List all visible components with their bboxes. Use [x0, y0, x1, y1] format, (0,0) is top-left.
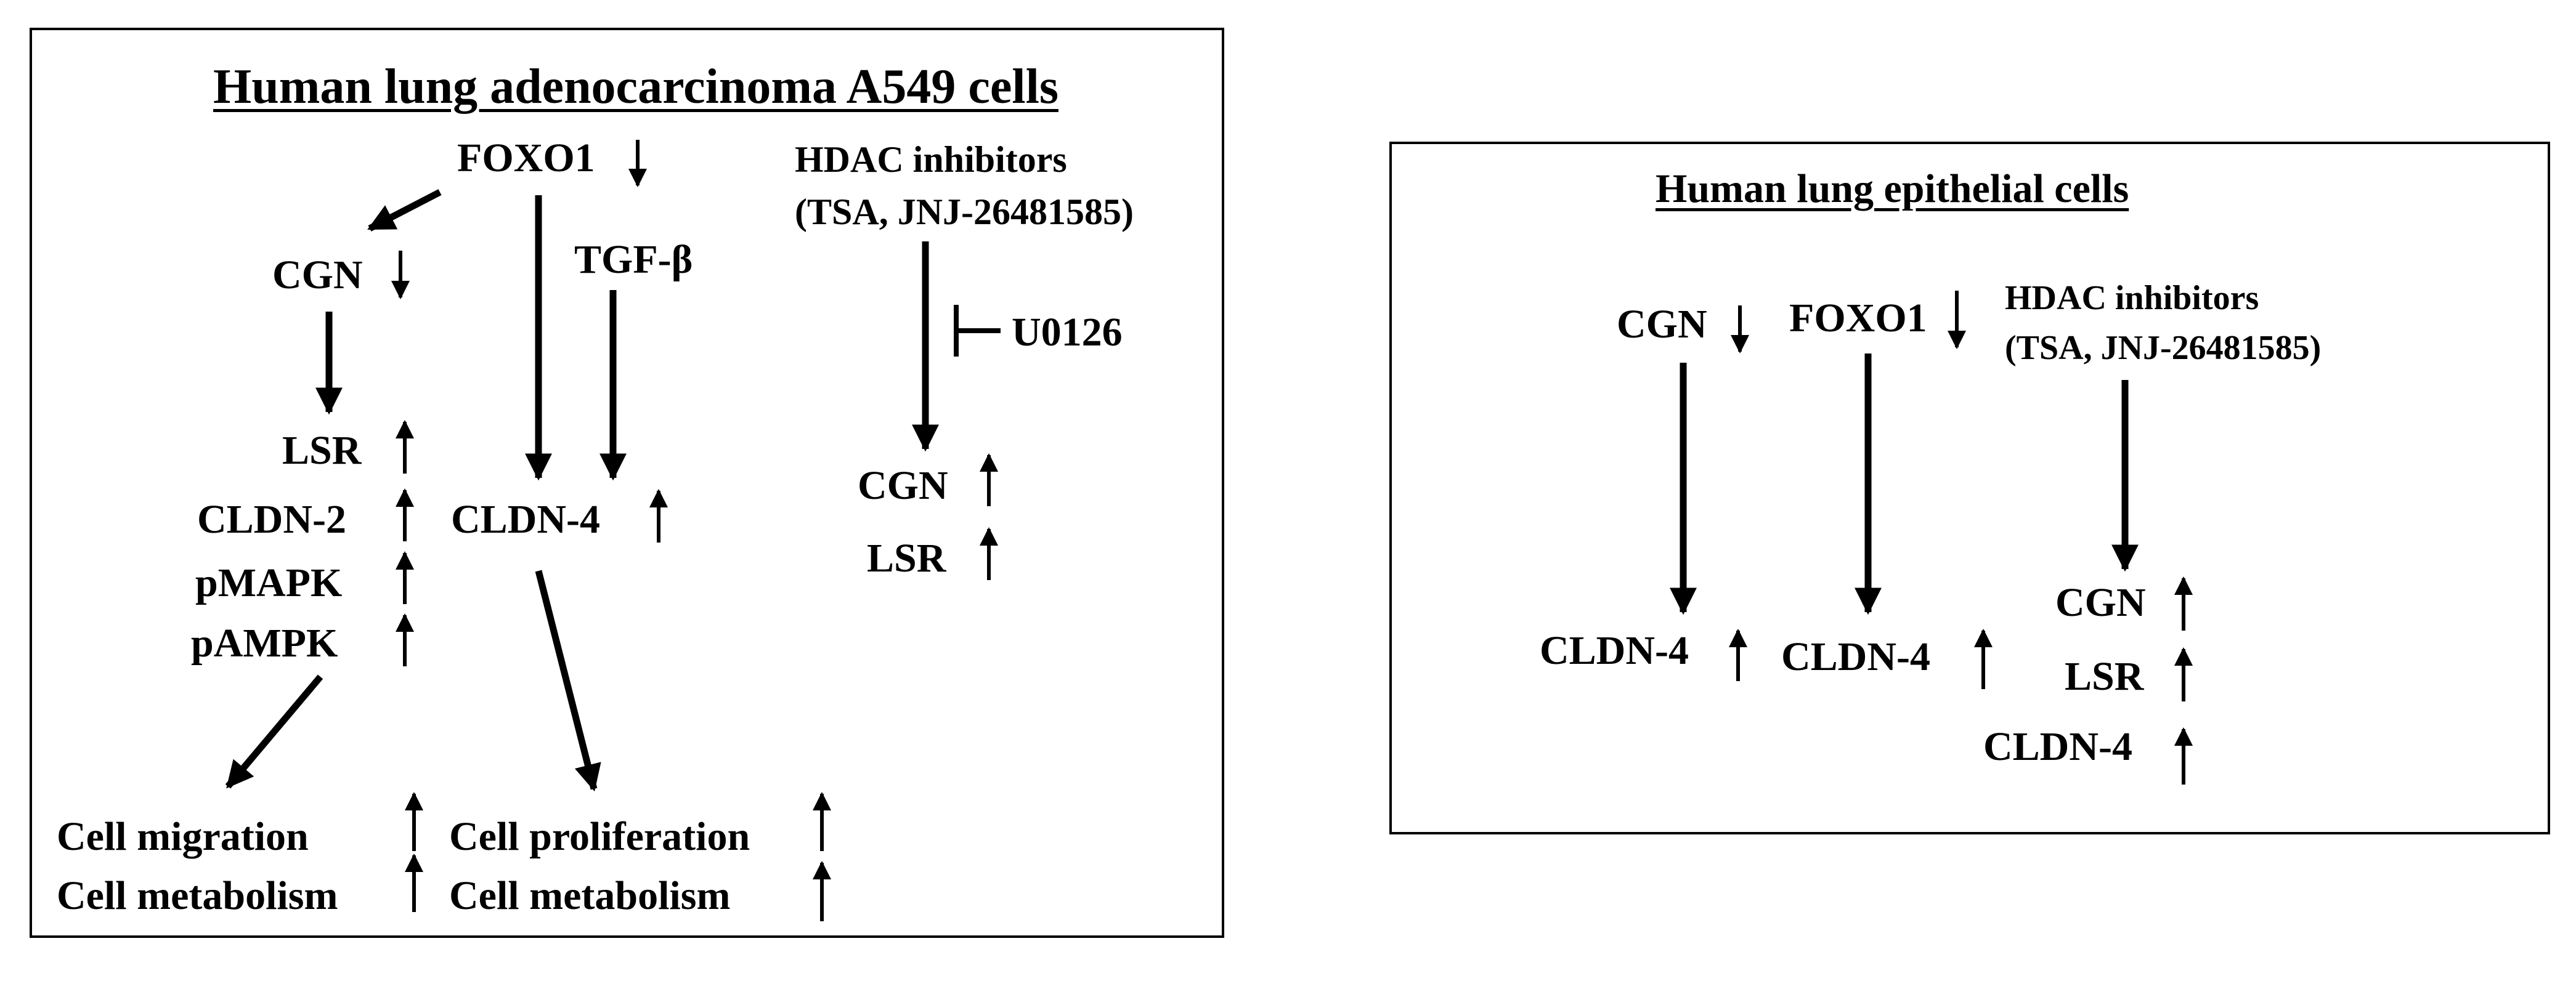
label-cell-metabolism-left: Cell metabolism: [57, 873, 338, 918]
label-hdac-drugs: (TSA, JNJ-26481585): [2005, 329, 2322, 367]
panel-epithelial-cells: Human lung epithelial cells CGN FOXO1 HD…: [1389, 142, 2550, 834]
label-cldn-4-from-foxo1: CLDN-4: [1781, 634, 1930, 679]
label-cell-proliferation: Cell proliferation: [449, 814, 750, 859]
u0126-inhibition-symbol: [954, 305, 1001, 357]
label-lsr: LSR: [282, 428, 362, 473]
right-pathway-arrows: [1670, 291, 2193, 785]
label-cell-migration: Cell migration: [57, 814, 309, 859]
label-cgn: CGN: [1617, 302, 1707, 347]
arrow-cldn4-to-proliferation: [535, 570, 601, 792]
left-pathway-arrows: [225, 140, 1001, 921]
label-pmapk: pMAPK: [195, 560, 343, 605]
arrow-pampk-to-migration: [225, 674, 323, 789]
label-u0126: U0126: [1012, 310, 1123, 355]
label-hdac-drugs: (TSA, JNJ-26481585): [795, 192, 1134, 232]
panel-a549-cells: Human lung adenocarcinoma A549 cells FOX…: [30, 28, 1224, 938]
arrow-foxo1-to-cgn: [367, 189, 442, 232]
label-lsr-hdac: LSR: [2065, 654, 2144, 699]
label-foxo1: FOXO1: [457, 135, 595, 180]
label-lsr-hdac: LSR: [867, 536, 946, 581]
panel-title: Human lung epithelial cells: [1656, 166, 2129, 211]
label-cldn-2: CLDN-2: [197, 497, 346, 542]
label-hdac-inhibitors: HDAC inhibitors: [795, 139, 1067, 180]
label-cldn-4-from-cgn: CLDN-4: [1540, 628, 1689, 673]
label-cldn-4: CLDN-4: [451, 497, 600, 542]
label-tgf-beta: TGF-β: [574, 237, 693, 282]
label-cell-metabolism-right: Cell metabolism: [449, 873, 731, 918]
label-hdac-inhibitors: HDAC inhibitors: [2005, 279, 2259, 317]
label-pampk: pAMPK: [191, 621, 338, 666]
label-cgn: CGN: [272, 252, 363, 297]
label-cgn-hdac: CGN: [858, 463, 948, 508]
label-foxo1: FOXO1: [1789, 296, 1927, 341]
panel-title: Human lung adenocarcinoma A549 cells: [213, 60, 1058, 114]
label-cldn-4-hdac: CLDN-4: [1983, 724, 2132, 769]
label-cgn-hdac: CGN: [2055, 580, 2146, 625]
